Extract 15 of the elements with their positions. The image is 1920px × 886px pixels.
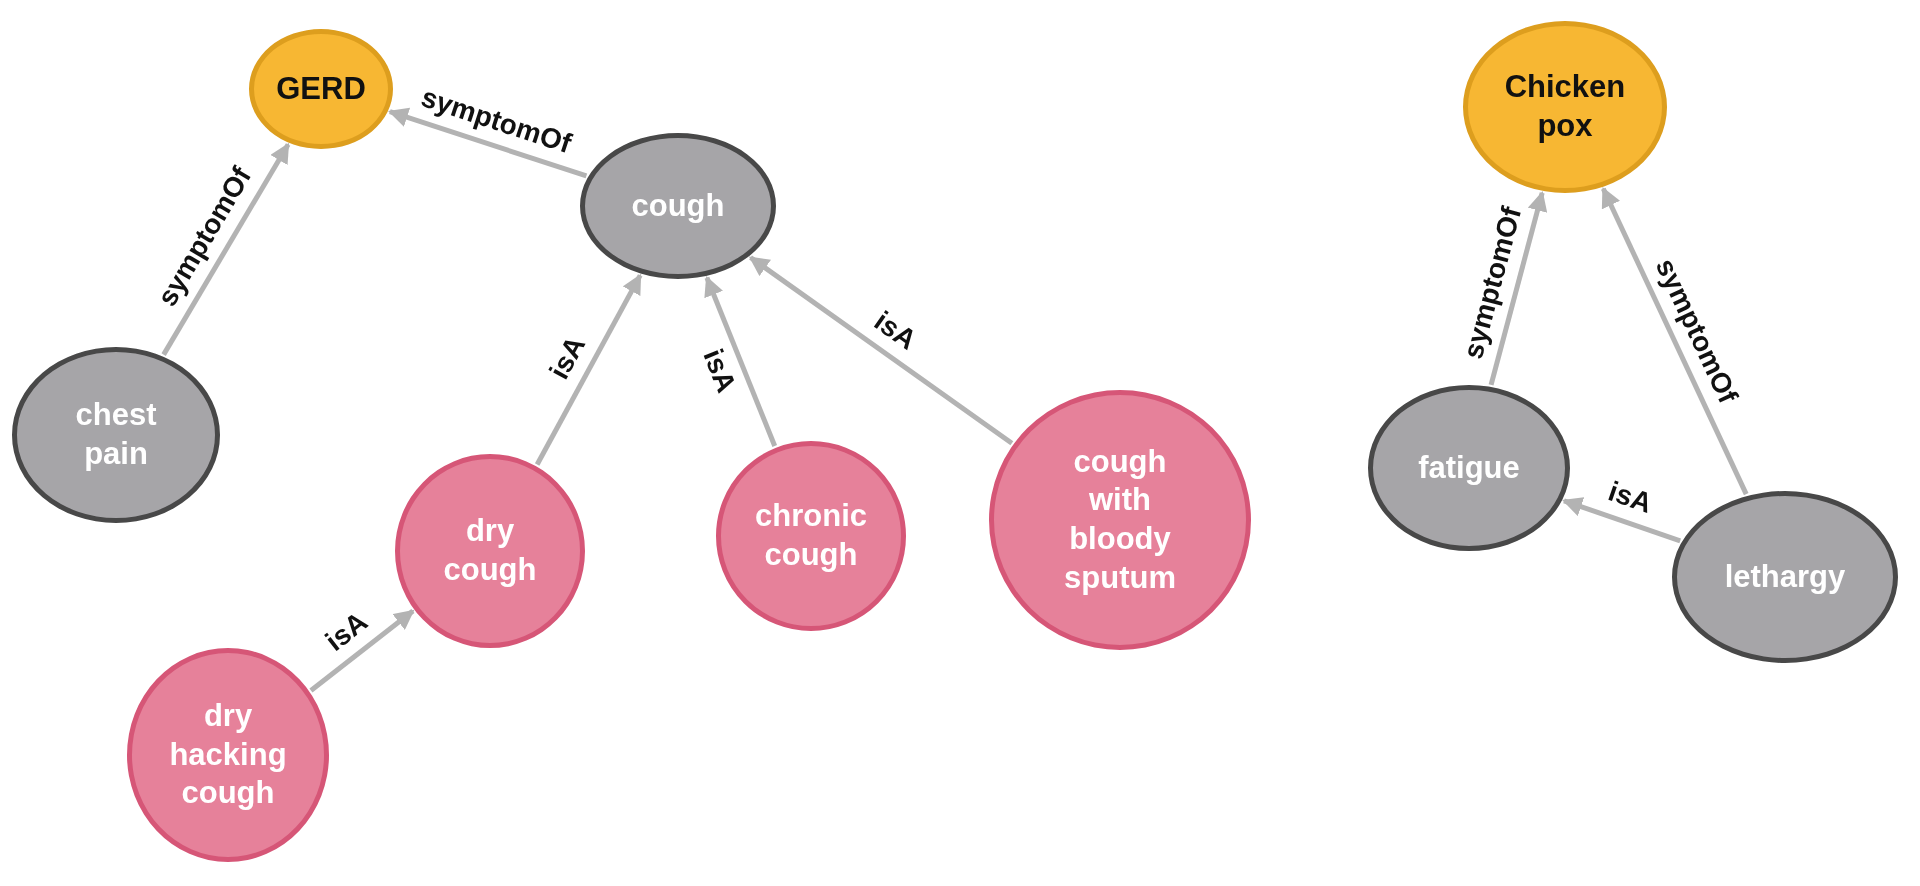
- node-label: cough: [630, 186, 726, 225]
- node-label: chest pain: [74, 396, 158, 473]
- arrow: [1562, 497, 1681, 544]
- node-label: dry cough: [442, 512, 538, 589]
- node-label: GERD: [275, 69, 367, 108]
- arrow: [309, 609, 415, 693]
- node-label: Chicken pox: [1503, 68, 1627, 145]
- node-label: cough with bloody sputum: [1063, 442, 1177, 597]
- node-label: chronic cough: [754, 497, 868, 574]
- node-label: dry hacking cough: [168, 696, 288, 813]
- arrow: [161, 142, 291, 356]
- arrow: [388, 107, 588, 179]
- node-label: fatigue: [1417, 448, 1521, 487]
- node-label: lethargy: [1723, 557, 1847, 596]
- arrow: [1488, 190, 1548, 386]
